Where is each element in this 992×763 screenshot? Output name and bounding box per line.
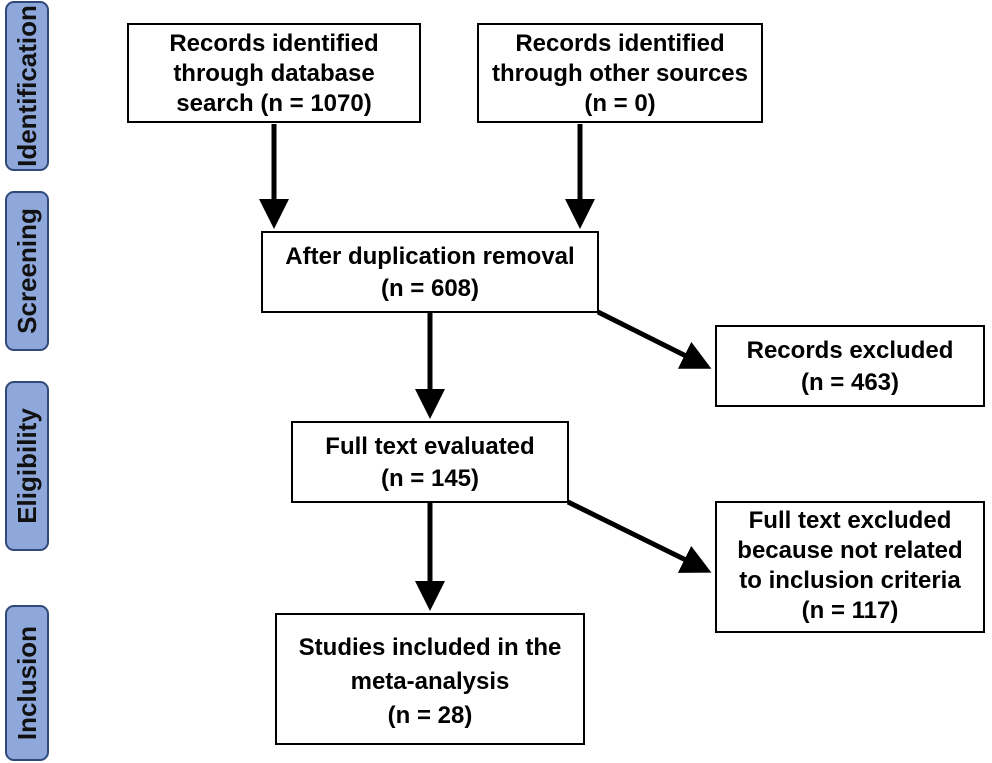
box-database-search-line2: through database bbox=[173, 60, 374, 87]
box-full-text-excluded-line3: to inclusion criteria bbox=[739, 567, 961, 594]
stage-eligibility: Eligibility bbox=[5, 381, 49, 551]
box-after-duplication: After duplication removal (n = 608) bbox=[261, 231, 599, 313]
box-full-text-excluded-line4: (n = 117) bbox=[802, 597, 899, 624]
box-records-excluded-line2: (n = 463) bbox=[801, 369, 899, 396]
stage-screening-label: Screening bbox=[12, 208, 42, 334]
box-other-sources: Records identified through other sources… bbox=[477, 23, 763, 123]
arrow-fulltext-to-excluded bbox=[566, 499, 712, 573]
box-full-text-evaluated-line2: (n = 145) bbox=[381, 465, 479, 492]
box-studies-included-line1: Studies included in the bbox=[299, 634, 562, 661]
box-records-excluded-line1: Records excluded bbox=[747, 337, 954, 364]
box-records-excluded: Records excluded (n = 463) bbox=[715, 325, 985, 407]
box-full-text-excluded-line1: Full text excluded bbox=[749, 507, 952, 534]
box-other-sources-line1: Records identified bbox=[515, 30, 724, 57]
stage-eligibility-label: Eligibility bbox=[12, 408, 42, 524]
stage-identification-label: Identification bbox=[12, 5, 42, 167]
box-database-search: Records identified through database sear… bbox=[127, 23, 421, 123]
box-database-search-line3: search (n = 1070) bbox=[176, 90, 371, 117]
stage-identification: Identification bbox=[5, 1, 49, 171]
box-after-duplication-line2: (n = 608) bbox=[381, 275, 479, 302]
box-after-duplication-line1: After duplication removal bbox=[285, 243, 574, 270]
box-full-text-excluded: Full text excluded because not related t… bbox=[715, 501, 985, 633]
box-studies-included-line3: (n = 28) bbox=[388, 702, 473, 729]
arrow-duplication-to-excluded bbox=[596, 309, 712, 369]
box-full-text-excluded-line2: because not related bbox=[737, 537, 962, 564]
box-database-search-line1: Records identified bbox=[169, 30, 378, 57]
stage-screening: Screening bbox=[5, 191, 49, 351]
box-studies-included-line2: meta-analysis bbox=[351, 668, 510, 695]
box-full-text-evaluated-line1: Full text evaluated bbox=[325, 433, 534, 460]
box-full-text-evaluated: Full text evaluated (n = 145) bbox=[291, 421, 569, 503]
stage-inclusion: Inclusion bbox=[5, 605, 49, 761]
box-other-sources-line3: (n = 0) bbox=[584, 90, 655, 117]
box-studies-included: Studies included in the meta-analysis (n… bbox=[275, 613, 585, 745]
stage-inclusion-label: Inclusion bbox=[12, 626, 42, 740]
box-other-sources-line2: through other sources bbox=[492, 60, 748, 87]
